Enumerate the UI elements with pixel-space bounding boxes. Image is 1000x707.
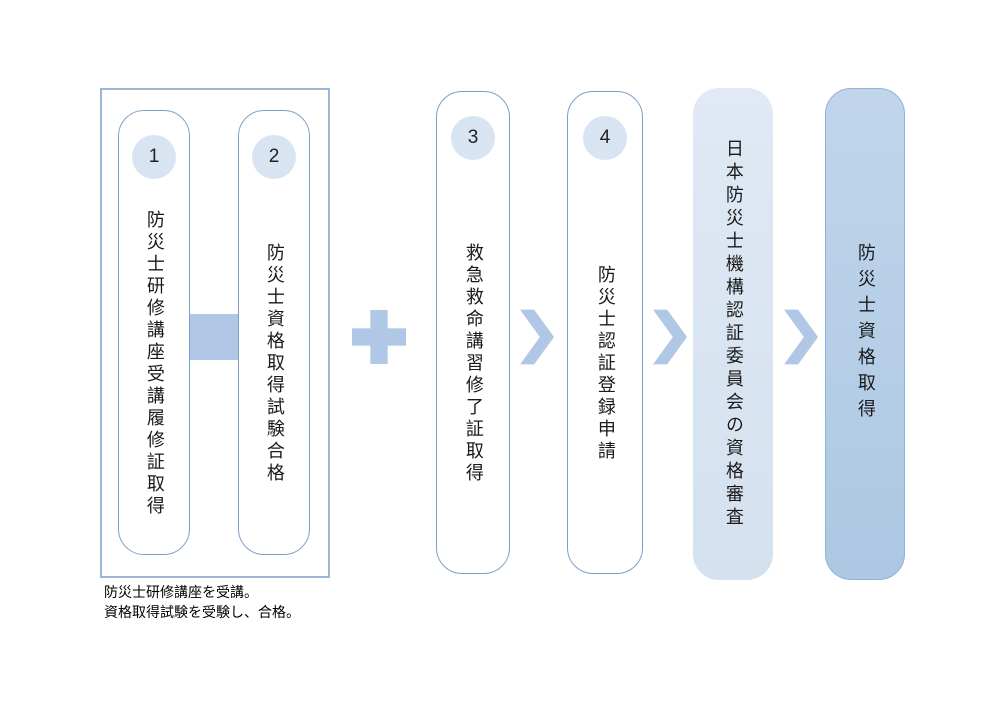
- step-2-label: 防災士資格取得試験合格: [264, 242, 285, 485]
- step-box-2: 2 防災士資格取得試験合格: [238, 110, 310, 555]
- review-label: 日本防災士機構認証委員会の資格審査: [723, 138, 744, 530]
- step-1-number: 1: [148, 146, 160, 167]
- connector-bar: [188, 314, 242, 360]
- step-1-label-area: 防災士研修講座受講履修証取得: [119, 179, 189, 554]
- chevron-right-icon: [784, 309, 818, 365]
- plus-icon: [352, 310, 406, 364]
- group-caption-line-1: 防災士研修講座を受講。: [104, 584, 258, 600]
- step-4-label-area: 防災士認証登録申請: [568, 160, 642, 573]
- step-4-number-badge: 4: [583, 116, 627, 160]
- group-caption-line-2: 資格取得試験を受験し、合格。: [104, 604, 300, 621]
- group-caption: 防災士研修講座を受講。 資格取得試験を受験し、合格。: [104, 582, 300, 623]
- step-box-1: 1 防災士研修講座受講履修証取得: [118, 110, 190, 555]
- step-3-number-badge: 3: [451, 116, 495, 160]
- review-box: 日本防災士機構認証委員会の資格審査: [693, 88, 773, 580]
- step-box-4: 4 防災士認証登録申請: [567, 91, 643, 574]
- step-4-number: 4: [599, 127, 611, 148]
- result-box: 防災士資格取得: [825, 88, 905, 580]
- step-1-number-badge: 1: [132, 135, 176, 179]
- step-3-label-area: 救急救命講習修了証取得: [437, 160, 509, 573]
- step-box-3: 3 救急救命講習修了証取得: [436, 91, 510, 574]
- step-1-label: 防災士研修講座受講履修証取得: [144, 209, 165, 518]
- training-group-box: 1 防災士研修講座受講履修証取得 2 防災士資格取得試験合格: [100, 88, 330, 578]
- step-2-label-area: 防災士資格取得試験合格: [239, 179, 309, 554]
- step-3-label: 救急救命講習修了証取得: [463, 242, 484, 485]
- step-4-label: 防災士認証登録申請: [595, 264, 616, 463]
- step-2-number: 2: [268, 146, 280, 167]
- step-3-number: 3: [467, 127, 479, 148]
- chevron-right-icon: [653, 309, 687, 365]
- chevron-right-icon: [520, 309, 554, 365]
- result-label: 防災士資格取得: [855, 243, 876, 425]
- step-2-number-badge: 2: [252, 135, 296, 179]
